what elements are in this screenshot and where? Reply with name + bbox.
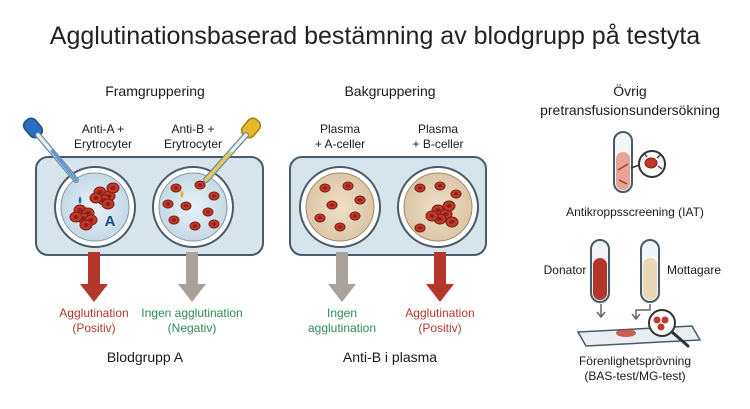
arrow-negative-forward <box>178 252 206 302</box>
donor-label: Donator <box>543 263 587 277</box>
result-line1: Ingen <box>326 306 358 320</box>
well-plasma-b-cells <box>397 166 479 248</box>
other-heading-line2: pretransfusionsundersökning <box>540 102 720 118</box>
rev-well1-line2: + A-celler <box>314 137 366 151</box>
well2-label: Anti-B + Erytrocyter <box>148 122 238 152</box>
flow-arrows <box>596 304 651 321</box>
arrow-positive-reverse <box>426 252 454 302</box>
well1-label: Anti-A + Erytrocyter <box>58 122 148 152</box>
arrow-positive-forward <box>80 252 108 302</box>
result-forward-negative: Ingen agglutination (Negativ) <box>136 306 248 336</box>
dropper-yellow-icon <box>203 117 262 183</box>
result-reverse-positive: Agglutination (Positiv) <box>390 306 490 336</box>
rev-well1-label: Plasma + A-celler <box>300 122 380 152</box>
result-line1: Agglutination <box>59 306 129 320</box>
well2-label-line2: Erytrocyter <box>163 137 222 151</box>
result-forward-positive: Agglutination (Positiv) <box>44 306 144 336</box>
page-title: Agglutinationsbaserad bestämning av blod… <box>49 22 701 50</box>
result-line2: (Positiv) <box>418 321 462 335</box>
reagent-drop <box>78 196 82 204</box>
crossmatch-line1: Förenlighetsprövning <box>578 354 692 368</box>
donor-tube-icon <box>590 239 610 303</box>
result-line1: Agglutination <box>405 306 475 320</box>
rev-well2-label: Plasma + B-celler <box>398 122 478 152</box>
well1-label-line2: Erytrocyter <box>73 137 132 151</box>
test-slide-icon <box>576 325 702 347</box>
well-anti-a <box>54 166 136 248</box>
result-line2: agglutination <box>307 321 377 335</box>
magnifier-slide-icon <box>648 309 690 348</box>
result-reverse-negative: Ingen agglutination <box>300 306 384 336</box>
well-letter: A <box>104 213 116 230</box>
well2-label-line1: Anti-B + <box>171 122 215 136</box>
other-heading: Övrig pretransfusionsundersökning <box>520 82 740 120</box>
crossmatch-line2: (BAS-test/MG-test) <box>584 369 686 383</box>
recipient-label: Mottagare <box>666 263 722 277</box>
reverse-heading: Bakgruppering <box>344 83 436 99</box>
reverse-conclusion: Anti-B i plasma <box>342 349 438 365</box>
result-line1: Ingen agglutination <box>141 306 243 320</box>
other-heading-line1: Övrig <box>613 83 647 99</box>
well-plasma-a-cells <box>299 166 381 248</box>
well1-label-line1: Anti-A + <box>81 122 125 136</box>
forward-heading: Framgruppering <box>105 83 205 99</box>
magnifier-antibody-icon <box>630 150 666 178</box>
recipient-tube-icon <box>640 239 660 303</box>
forward-conclusion: Blodgrupp A <box>106 349 184 365</box>
rev-well2-line2: + B-celler <box>412 137 464 151</box>
arrow-negative-reverse <box>328 252 356 302</box>
dropper-blue-icon <box>22 117 79 183</box>
rev-well1-line1: Plasma <box>319 122 360 136</box>
reagent-drop-yellow <box>180 190 184 198</box>
rev-well2-line1: Plasma <box>417 122 458 136</box>
result-line2: (Positiv) <box>72 321 116 335</box>
screening-tube-icon <box>613 131 633 193</box>
well-anti-b <box>152 166 234 248</box>
result-line2: (Negativ) <box>167 321 217 335</box>
screening-label: Antikroppsscreening (IAT) <box>566 205 704 219</box>
crossmatch-label: Förenlighetsprövning (BAS-test/MG-test) <box>560 354 710 384</box>
